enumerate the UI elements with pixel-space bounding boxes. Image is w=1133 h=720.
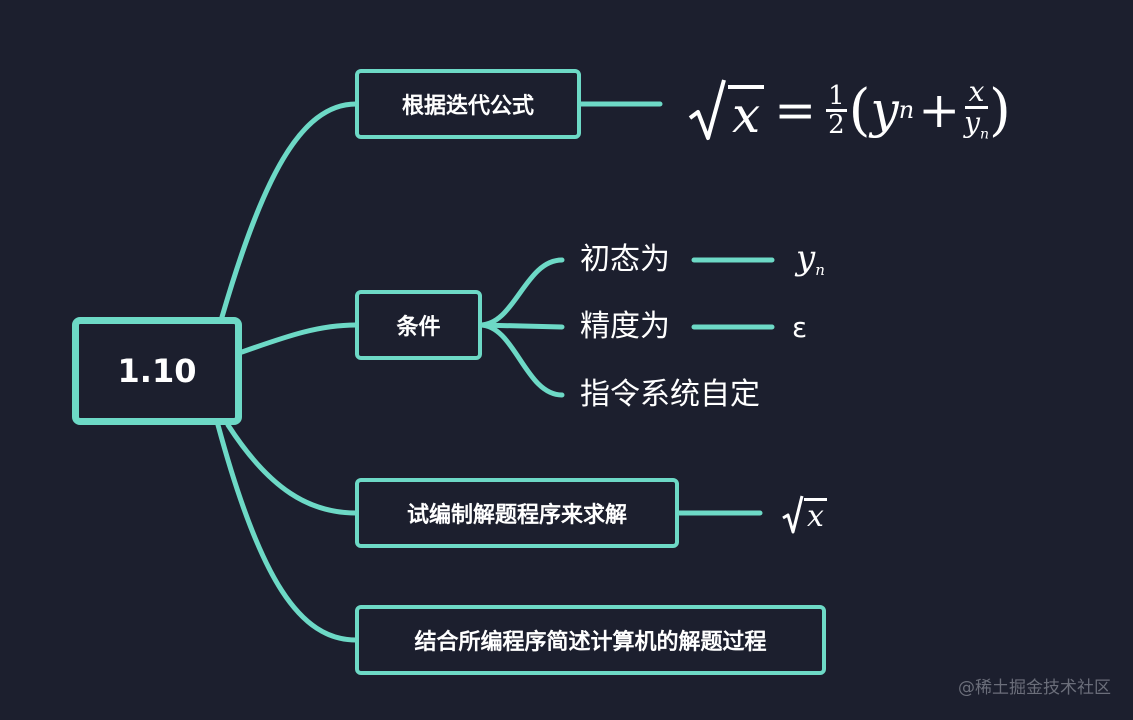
branch-iteration-formula[interactable]: 根据迭代公式 (355, 69, 581, 139)
initial-value-formula: yn (796, 238, 825, 279)
branch-conditions[interactable]: 条件 (355, 290, 482, 360)
open-paren: ( (848, 77, 871, 143)
sqrt-radicand: x (728, 84, 765, 142)
connector-cond-precision (477, 322, 565, 330)
connector-root-program (225, 422, 359, 516)
condition-instruction-set[interactable]: 指令系统自定 (580, 377, 760, 412)
connector-root-explain (215, 422, 359, 643)
root-label: 1.10 (117, 352, 197, 390)
connector-cond-instruction (477, 322, 565, 398)
precision-epsilon: ε (792, 311, 808, 344)
inner-fraction: x yn (964, 78, 989, 142)
branch-label: 根据迭代公式 (401, 94, 534, 119)
branch-write-program[interactable]: 试编制解题程序来求解 (355, 478, 679, 548)
result-radicand: x (804, 497, 827, 533)
connector-root-conditions (239, 322, 359, 355)
condition-initial-state[interactable]: 初态为 (580, 242, 670, 277)
init-y: y (796, 238, 816, 278)
inner-denominator: yn (964, 106, 989, 143)
branch-label: 结合所编程序简述计算机的解题过程 (414, 630, 767, 655)
inner-numerator: x (964, 78, 989, 110)
connector-root-formula (219, 101, 359, 320)
result-formula: x (782, 492, 827, 536)
init-subscript-n: n (815, 261, 825, 279)
fraction-one-half: 1 2 (826, 83, 847, 138)
branch-label: 条件 (396, 315, 441, 340)
close-paren: ) (989, 77, 1011, 143)
iteration-formula: x = 1 2 ( y n + x yn ) (688, 70, 1011, 150)
condition-precision[interactable]: 精度为 (580, 309, 670, 344)
watermark: @稀土掘金技术社区 (958, 678, 1111, 698)
formula-y: y (870, 81, 899, 139)
root-node[interactable]: 1.10 (72, 317, 242, 425)
connector-cond-init (477, 257, 565, 328)
sqrt-icon (688, 78, 728, 142)
equals-sign: = (774, 81, 817, 139)
branch-explain-process[interactable]: 结合所编程序简述计算机的解题过程 (355, 605, 826, 675)
fraction-denominator: 2 (828, 109, 845, 140)
branch-label: 试编制解题程序来求解 (406, 503, 627, 528)
fraction-numerator: 1 (826, 80, 847, 112)
formula-subscript-n: n (898, 96, 915, 124)
plus-sign: + (918, 81, 961, 139)
result-sqrt-icon (782, 494, 804, 534)
